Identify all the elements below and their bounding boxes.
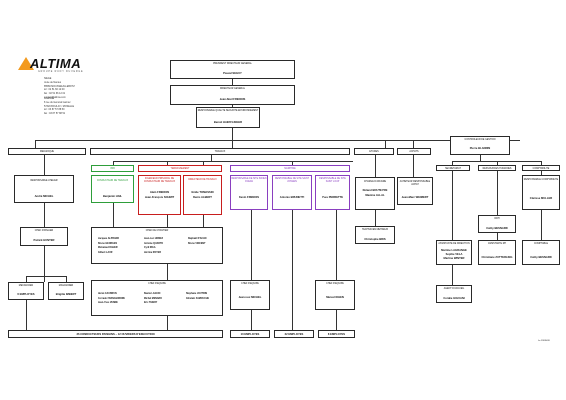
pdg-box: PRESIDENT DIRECTEUR GENERAL Pascal SEGUY xyxy=(170,60,295,79)
address-line: contact@altima.com xyxy=(44,95,66,99)
pdg-title: PRESIDENT DIRECTEUR GENERAL xyxy=(213,63,252,65)
comptabilite-box: COMPTABILITE xyxy=(522,165,560,171)
achats-box: ACHETEUR RESPONSABLE ACHAT Jean-Marc WEI… xyxy=(397,177,433,205)
address-line: AGENCE xyxy=(44,97,55,100)
person-name: Bruno GEORGES xyxy=(98,242,118,245)
person-name: Cyril RIGA xyxy=(144,247,156,250)
person-name: Sophie VELA xyxy=(445,253,463,256)
person-name: Antoine QUARTO xyxy=(144,242,164,245)
maritime-site3-box: RESPONSABLE DE SITE SAINT LOUP Yves PERR… xyxy=(315,175,350,210)
chef-equipe-right-box: CHEF D'EQUIPE Marcel IKHEN xyxy=(315,280,355,310)
branch-vrd: VRD xyxy=(91,165,134,172)
company-logo: ALTIMA GROUPE RUDY DUVERGE xyxy=(16,54,86,76)
person-name: Jean-Luc HOMEZ xyxy=(144,238,164,240)
address-line: 8 rue du Général Garnier xyxy=(44,100,71,104)
maritime-site1-box: RESPONSABLE DE SITE INDIEN OCEAN Kevin F… xyxy=(230,175,268,210)
dept-achats: ACHATS xyxy=(397,148,431,155)
compta-resp-box: RESPONSABLE COMPTABILITE Clarisse MULLER xyxy=(522,175,560,210)
dept-etudes: ETUDES xyxy=(354,148,394,155)
secretariat-box: SECRETARIAT xyxy=(436,165,470,171)
rh-box: RESSOURCES HUMAINES xyxy=(478,165,516,171)
address-line: tél : 02 51 66 12 00 xyxy=(44,88,65,92)
assistante-direction-box: ASSISTANTE DE DIRECTION Martine LAGRANGE… xyxy=(436,240,472,265)
address-line: 85580 MOUSSEUILLEBOTZ xyxy=(44,84,75,88)
etudes-tech-box: TECHNICIEN METREUR Christophe BRIS xyxy=(355,226,395,244)
person-name: Michel MENARD xyxy=(144,297,162,300)
person-name: Mohamed DAHER xyxy=(98,247,118,250)
person-name: Jérôme ROYER xyxy=(144,251,161,254)
assistante-rh-box: ASSISTANTE RH Christiane ZUTTERLING xyxy=(478,240,516,265)
dg-box: DIRECTEUR GENERAL Jean-Noël FRENOIS xyxy=(170,85,295,105)
comptable-box: COMPTABLE Cathy BESNARD xyxy=(522,240,560,265)
person-name: Martine WINTER xyxy=(443,257,465,260)
magasinier-box: MAGASINIER Brigitte IMBERT xyxy=(48,282,84,300)
logo-word: ALTIMA xyxy=(30,56,82,71)
person-name: Corrado FRANGIAMORE xyxy=(98,297,125,300)
person-name: Maxime ALLAL xyxy=(365,194,385,197)
rh-drh-box: DRH Cathy BESNARD xyxy=(478,215,516,233)
address-line: fax : 02 51 66 12 01 xyxy=(44,92,66,96)
dg-title: DIRECTEUR GENERAL xyxy=(219,88,245,90)
address-line: tél : 03 87 57 88 50 xyxy=(44,108,65,112)
controleur-box: CONTROLEUR DE GESTION Pierre BLANDIN xyxy=(450,136,510,155)
qse-name: Benoit HAEFFLINGER xyxy=(213,121,243,124)
person-name: Gilbert LAUR xyxy=(98,251,113,254)
person-name: Alain FRENOIS xyxy=(149,191,170,194)
person-name: Bruno VINCENT xyxy=(188,242,206,245)
bottom-total-box: 36 CONDUCTEURS D'ENGINS – 12 OUVRIERS D'… xyxy=(8,330,223,338)
address-line: SIEGE xyxy=(44,77,52,80)
person-name: Jean-Yves VENNE xyxy=(98,302,118,305)
branch-maritime: MARITIME xyxy=(230,165,350,172)
pdg-name: Pascal SEGUY xyxy=(223,72,242,75)
person-name: Martine LAGRANGE xyxy=(441,249,467,252)
count-left-box: 10 EMPLOYES xyxy=(230,330,270,338)
count-right-box: 8 EMPLOYES xyxy=(318,330,355,338)
branch-terrassement: TERRASSEMENT xyxy=(138,165,222,172)
person-name: Hervé CAUBRUN xyxy=(98,293,117,295)
count-mid-box: 22 EMPLOYES xyxy=(274,330,314,338)
person-name: Ghislain ZAMOUCHE xyxy=(186,297,209,300)
logo-triangle-icon xyxy=(18,57,34,70)
qse-title: RESPONSABLE QUALITE SECURITE ENVIRONNEME… xyxy=(197,110,259,112)
chef-atelier-box: CHEF D'ATELIER Patrick HUNTER xyxy=(20,227,68,246)
dept-mecanique: MECANIQUE xyxy=(8,148,86,155)
maritime-site2-box: RESPONSABLE DE SITE SAINT JOSSEIN Antoni… xyxy=(272,175,312,210)
dg-name: Jean-Noël FRENOIS xyxy=(219,98,246,101)
document-date: Le 19/05/09 xyxy=(538,340,550,342)
person-name: Raphaël D'ACHO xyxy=(188,238,207,240)
address-line: route de Nantes xyxy=(44,80,62,84)
person-name: Denis ALBERT xyxy=(193,196,212,199)
resp-atelier-box: RESPONSABLE ATELIER André MICHEL xyxy=(14,175,74,203)
mecanicien-box: MECANICIEN 6 EMPLOYES xyxy=(8,282,44,300)
person-name: Roland BOUTEYRE xyxy=(362,189,388,192)
person-name: Jean-François SCHMIT xyxy=(144,196,175,199)
terr-ingenieur-box: INGENIEUR PRINCIPAL DE CONDUCTEUR DE TRA… xyxy=(138,175,181,215)
chef-equipe-left-box: CHEF D'EQUIPE Jean-Luc MICHEL xyxy=(230,280,270,310)
qse-box: RESPONSABLE QUALITE SECURITE ENVIRONNEME… xyxy=(196,107,260,128)
logo-tagline: GROUPE RUDY DUVERGE xyxy=(38,70,84,73)
person-name: Bastie LAGUIO xyxy=(144,293,161,295)
address-line: 57320 BOULAY / MOSELLE xyxy=(44,104,75,108)
person-name: Emile TOMASSIN xyxy=(191,191,214,194)
address-line: fax : 03 87 57 88 51 xyxy=(44,112,66,116)
person-name: Jacques ALPRAND xyxy=(98,238,119,240)
accueil-box: AGENT D'ACCUEIL Coralie GIGUANI xyxy=(436,285,472,303)
dept-travaux: TRAVAUX xyxy=(90,148,350,155)
person-name: Eric THIERY xyxy=(144,302,158,305)
person-name: Stéphane VAUTRIN xyxy=(186,293,208,295)
vrd-conducteur-box: CONDUCTEUR DE TRAVAUX Benjamin HAIL xyxy=(91,175,134,203)
